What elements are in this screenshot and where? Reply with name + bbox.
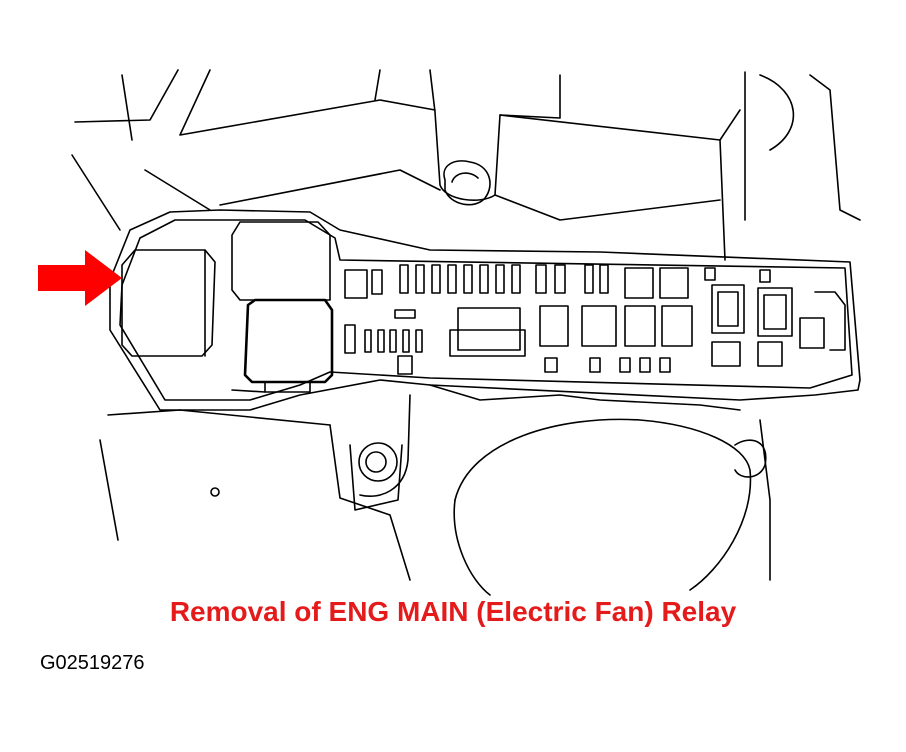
engine-bay-outlines	[71, 69, 861, 581]
relay-lower	[231, 298, 334, 393]
fuse-bank	[344, 264, 846, 375]
figure-caption: Removal of ENG MAIN (Electric Fan) Relay	[169, 596, 737, 627]
mounting-bolt-top	[443, 160, 491, 206]
relay-upper	[231, 221, 331, 301]
fuse-box-line-drawing	[38, 69, 861, 596]
mounting-bolt-bottom	[349, 442, 403, 511]
eng-main-relay	[121, 249, 216, 357]
fuse-box-housing	[109, 209, 861, 411]
figure-id: G02519276	[40, 652, 145, 674]
arrow-right-icon	[38, 250, 122, 306]
wiring-harness	[453, 418, 767, 596]
